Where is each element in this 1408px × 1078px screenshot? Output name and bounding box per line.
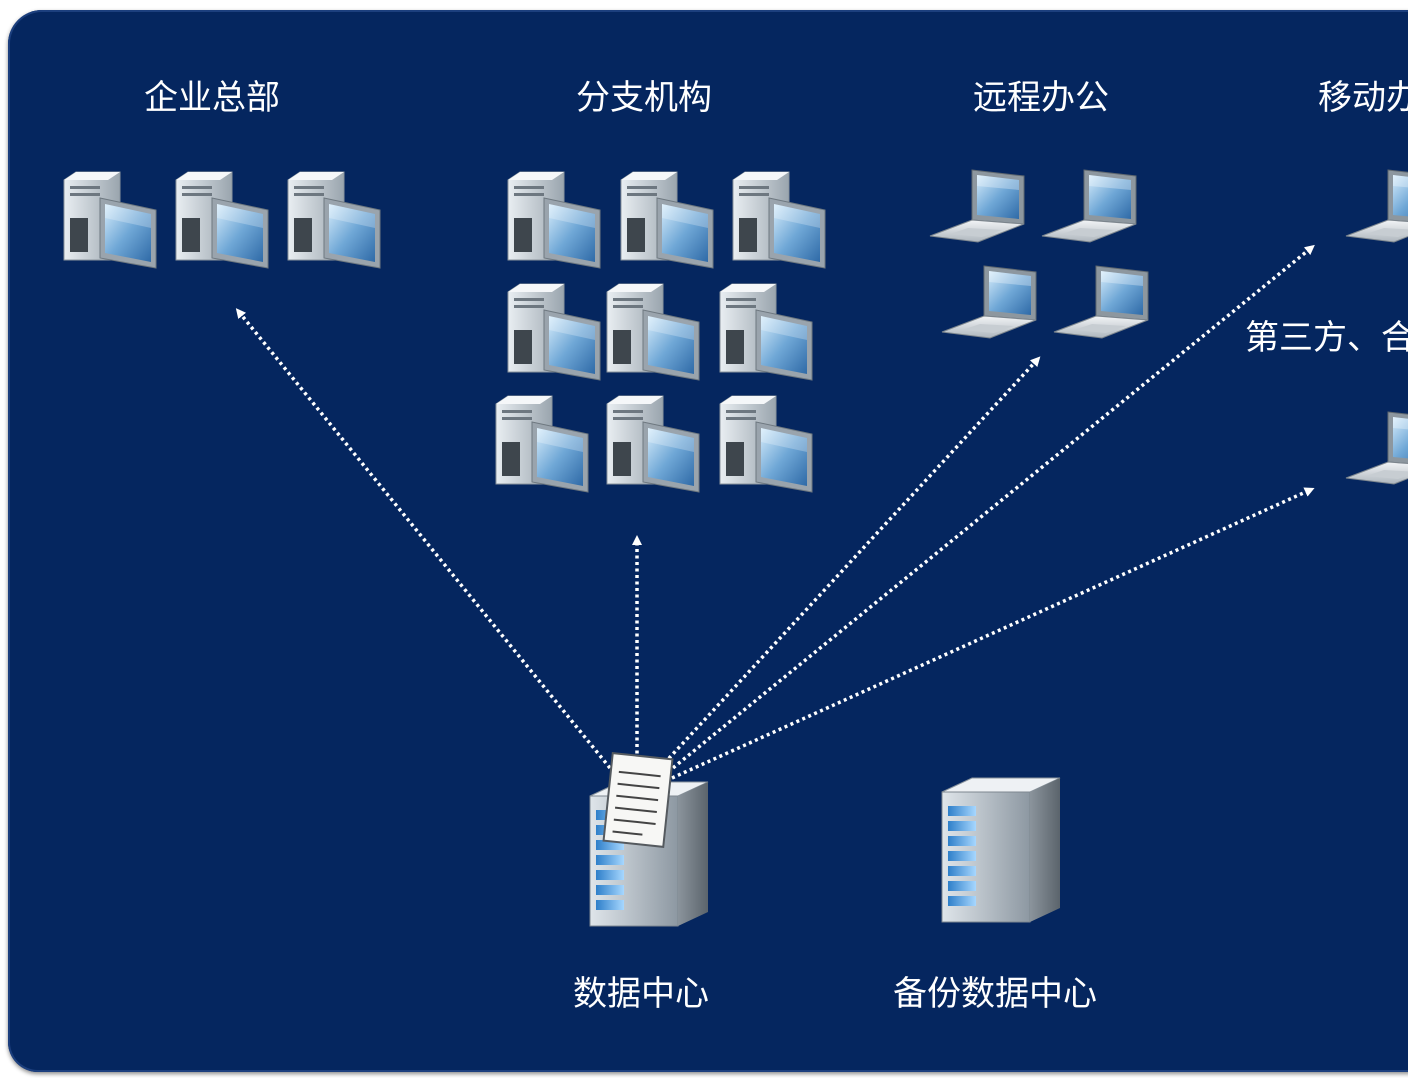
- desktop-computer-icon: [175, 171, 269, 269]
- server-tower-icon: [941, 777, 1061, 923]
- laptop-icon: [1053, 265, 1149, 339]
- desktop-computer-icon: [606, 395, 700, 493]
- connection-arrows: [235, 244, 1315, 780]
- laptop-icon: [1345, 169, 1408, 243]
- document-icon: [602, 752, 674, 848]
- laptop-icon: [1345, 411, 1408, 485]
- hq-computers: [63, 171, 381, 269]
- remote-laptops: [929, 169, 1149, 339]
- label-mobile: 移动办: [1318, 78, 1408, 118]
- label-hq: 企业总部: [144, 78, 280, 118]
- desktop-computer-icon: [495, 395, 589, 493]
- label-third-party: 第三方、合: [1245, 318, 1408, 358]
- label-datacenter: 数据中心: [573, 974, 709, 1014]
- desktop-computer-icon: [63, 171, 157, 269]
- arrow-to-remote: [658, 356, 1041, 770]
- branch-computers: [495, 171, 826, 493]
- arrow-to-mobile: [666, 244, 1315, 774]
- label-backup: 备份数据中心: [893, 974, 1097, 1014]
- desktop-computer-icon: [606, 283, 700, 381]
- desktop-computer-icon: [287, 171, 381, 269]
- desktop-computer-icon: [719, 395, 813, 493]
- label-remote: 远程办公: [973, 78, 1109, 118]
- laptop-icon: [929, 169, 1025, 243]
- desktop-computer-icon: [620, 171, 714, 269]
- desktop-computer-icon: [732, 171, 826, 269]
- arrow-to-third-party: [671, 487, 1315, 780]
- laptop-icon: [941, 265, 1037, 339]
- arrow-to-hq: [235, 308, 612, 770]
- desktop-computer-icon: [507, 171, 601, 269]
- laptop-icon: [1041, 169, 1137, 243]
- desktop-computer-icon: [507, 283, 601, 381]
- label-branch: 分支机构: [576, 78, 712, 118]
- desktop-computer-icon: [719, 283, 813, 381]
